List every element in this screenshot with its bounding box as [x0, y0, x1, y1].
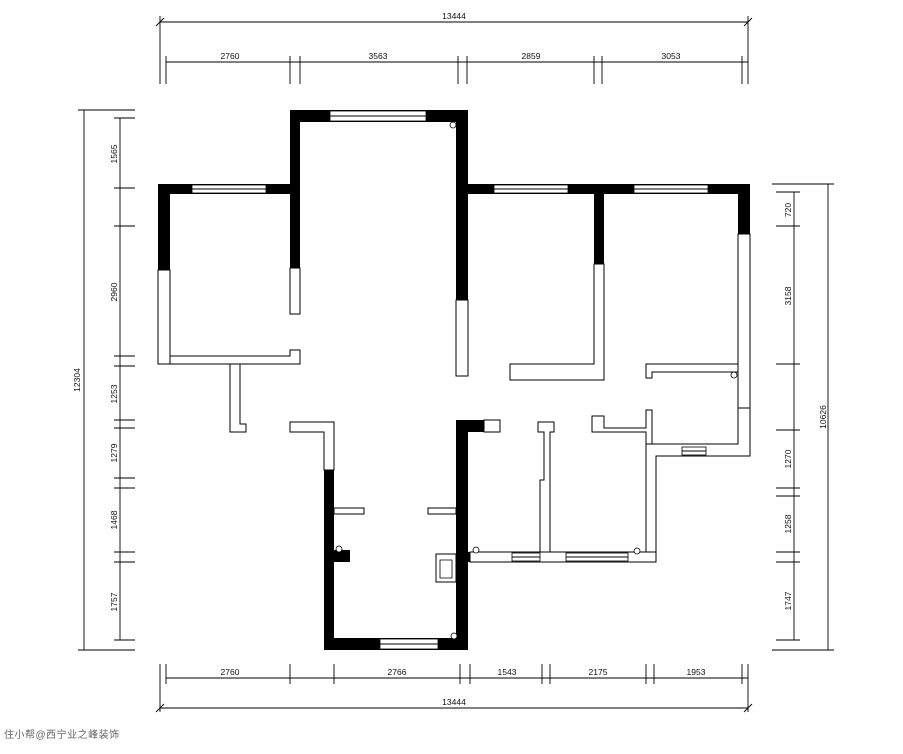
dim-right-3: 1270 — [783, 449, 793, 468]
dim-bottom-2: 2766 — [388, 667, 407, 677]
dim-bottom-total: 13444 — [442, 697, 466, 707]
dim-left-4: 1279 — [109, 443, 119, 462]
dim-right-4: 1258 — [783, 514, 793, 533]
pipes — [335, 121, 738, 640]
dim-left-3: 1253 — [109, 384, 119, 403]
dim-top-1: 2760 — [221, 51, 240, 61]
dim-top-3: 2859 — [522, 51, 541, 61]
left-dimensions: 12304 1565 2960 1253 1279 1468 1757 — [72, 109, 135, 651]
dim-top-total: 13444 — [442, 11, 466, 21]
dim-bottom-3: 1543 — [498, 667, 517, 677]
right-dimensions: 10626 720 3158 1270 1258 1747 — [772, 183, 834, 651]
dim-left-2: 2960 — [109, 282, 119, 301]
watermark-text: 住小帮@西宁业之峰装饰 — [4, 730, 120, 741]
dim-right-1: 720 — [783, 203, 793, 217]
dim-left-5: 1468 — [109, 510, 119, 529]
dim-bottom-4: 2175 — [589, 667, 608, 677]
dim-bottom-1: 2760 — [221, 667, 240, 677]
dim-right-total: 10626 — [818, 405, 828, 429]
dim-right-5: 1747 — [783, 591, 793, 610]
dim-right-2: 3158 — [783, 286, 793, 305]
bottom-dimensions: 2760 2766 1543 2175 1953 13444 — [155, 664, 753, 713]
dim-left-total: 12304 — [72, 368, 82, 392]
windows — [191, 110, 709, 650]
dim-left-6: 1757 — [109, 592, 119, 611]
dim-top-2: 3563 — [369, 51, 388, 61]
dim-top-4: 3053 — [662, 51, 681, 61]
top-dimensions: 13444 2760 3563 2859 3053 — [155, 11, 753, 84]
dim-bottom-5: 1953 — [687, 667, 706, 677]
dim-left-1: 1565 — [109, 144, 119, 163]
